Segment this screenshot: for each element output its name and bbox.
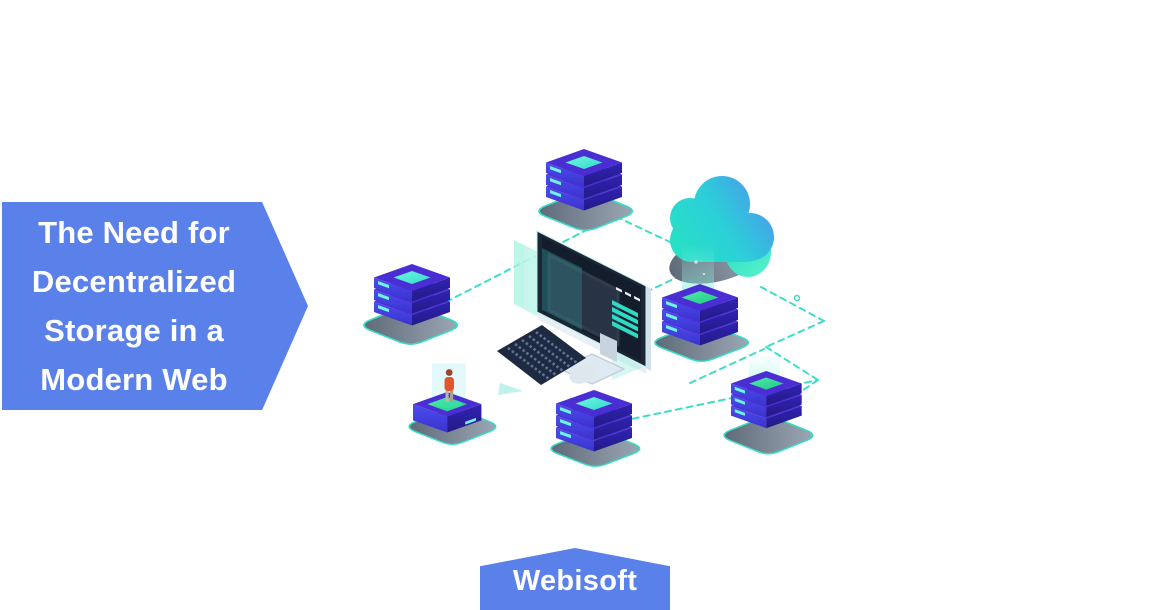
- cloud-icon: [669, 176, 774, 284]
- server-stack-bottom-right-icon: [723, 350, 814, 455]
- title-line: Modern Web: [40, 362, 228, 397]
- title-line: Decentralized: [31, 264, 237, 299]
- title-line: Storage in a: [44, 313, 224, 348]
- server-stack-bottom-center-icon: [550, 390, 641, 468]
- server-stack-middle-right-icon: [654, 245, 750, 363]
- person-icon: [444, 369, 454, 402]
- title-line: The Need for: [38, 215, 230, 250]
- brand-name: Webisoft: [512, 565, 638, 597]
- desktop-computer-icon: [497, 230, 651, 395]
- floating-dot: [793, 294, 801, 302]
- server-stack-top-icon: [538, 149, 634, 232]
- user-pedestal-icon: [408, 362, 497, 446]
- title-banner: The Need for Decentralized Storage in a …: [2, 202, 308, 410]
- server-stack-left-icon: [363, 264, 459, 346]
